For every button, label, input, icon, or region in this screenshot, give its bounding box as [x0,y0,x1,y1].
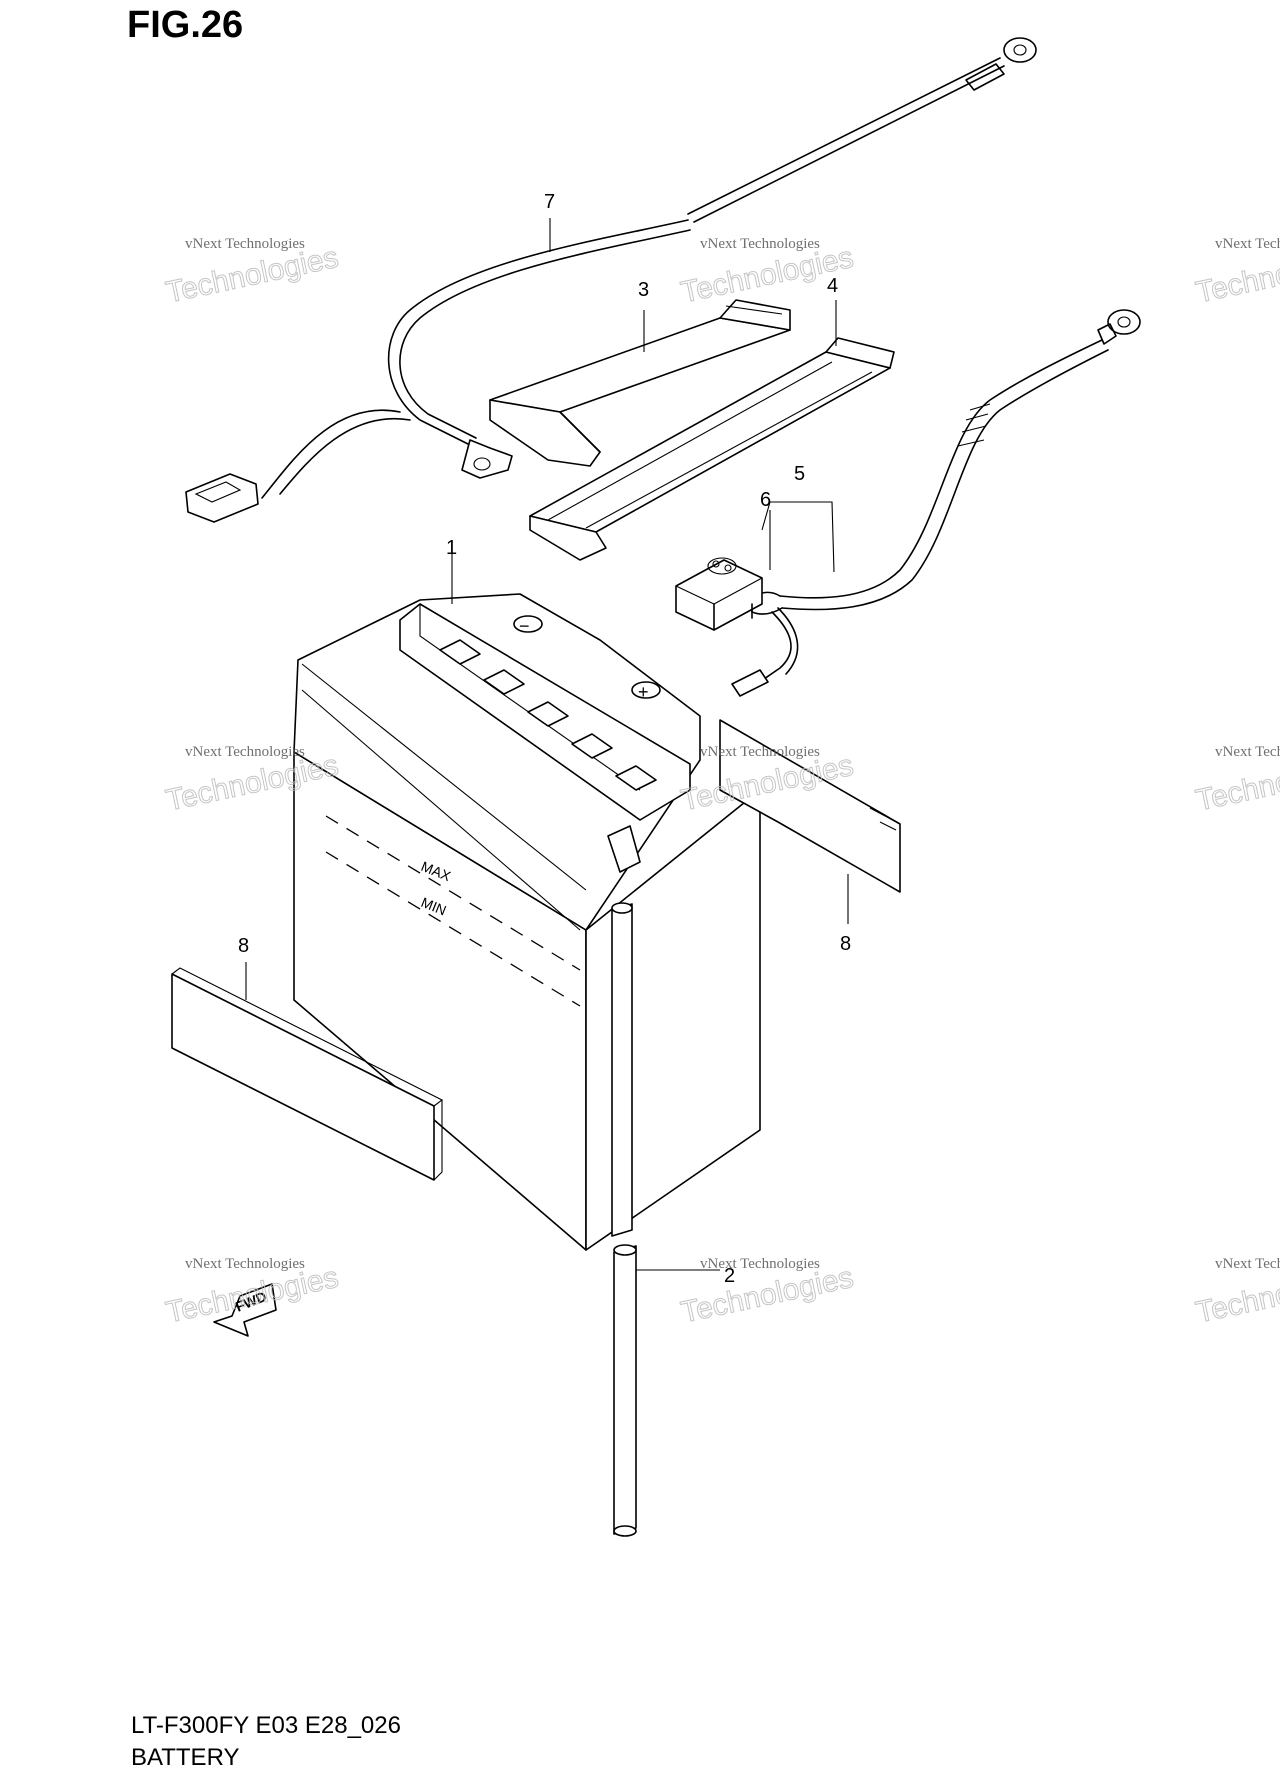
figure-title: FIG.26 [127,4,244,46]
callout-4: 4 [827,275,838,297]
watermark-tc: Technologies vNext Technologies [678,236,857,310]
part-3-band [489,299,791,467]
part-5-cable [751,309,1141,615]
callout-3: 3 [638,279,649,301]
callout-8-left: 8 [238,935,249,957]
footer-section-title: BATTERY [131,1744,240,1771]
watermark-tr: Technologies vNext Technologies [1193,236,1280,310]
part-8-pad-right [719,719,901,893]
callout-7: 7 [544,191,555,213]
part-1-battery: MAX MIN − + [293,593,761,1251]
watermark-tl: Technologies vNext Technologies [163,236,342,310]
plus-terminal-marking: + [638,682,649,702]
svg-text:vNext Technologies: vNext Technologies [185,1256,305,1272]
part-4-band [529,337,895,561]
fwd-arrow-icon: FWD [213,1283,277,1337]
svg-text:vNext Technologies: vNext Technologies [700,1256,820,1272]
part-7-cable [185,37,1037,523]
part-6-terminal-cover [675,557,799,697]
svg-text:vNext Technologies: vNext Technologies [1215,1256,1280,1272]
callout-2: 2 [724,1265,735,1287]
watermark-br: Technologies vNext Technologies [1193,1256,1280,1330]
part-2-breather-tube [611,902,637,1537]
watermark-group: Technologies vNext Technologies Technolo… [163,236,1280,1330]
callout-1: 1 [446,537,457,559]
svg-text:vNext Technologies: vNext Technologies [185,236,305,252]
svg-text:vNext Technologies: vNext Technologies [1215,236,1280,252]
footer-model-code-text: LT-F300FY E03 E28_026 [131,1712,401,1739]
part-8-pad-left [171,967,444,1181]
callout-6: 6 [760,489,771,511]
callout-5: 5 [794,463,805,485]
svg-text:vNext Technologies: vNext Technologies [1215,744,1280,760]
svg-text:vNext Technologies: vNext Technologies [700,744,820,760]
svg-text:vNext Technologies: vNext Technologies [185,744,305,760]
svg-text:vNext Technologies: vNext Technologies [700,236,820,252]
minus-terminal-marking: − [519,616,530,636]
watermark-mr: Technologies vNext Technologies [1193,744,1280,818]
leader-lines [245,218,849,1271]
watermark-bc: Technologies vNext Technologies [678,1256,857,1330]
callout-8-right: 8 [840,933,851,955]
